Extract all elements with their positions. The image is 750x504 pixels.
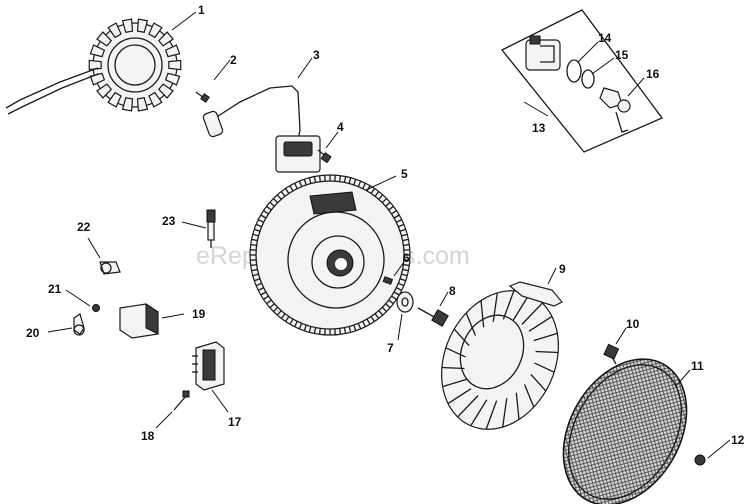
callout-4: 4 bbox=[337, 120, 344, 134]
callout-10: 10 bbox=[626, 317, 640, 331]
callout-1: 1 bbox=[198, 3, 205, 17]
callout-5: 5 bbox=[401, 167, 408, 181]
callout-labels: 1 2 3 4 5 6 7 8 9 10 11 12 13 14 15 16 1… bbox=[26, 3, 745, 447]
clamp-22-part bbox=[99, 261, 121, 275]
callout-2: 2 bbox=[230, 53, 237, 67]
key-6-part bbox=[382, 276, 394, 285]
fan-part bbox=[440, 281, 563, 430]
callout-11: 11 bbox=[691, 359, 704, 373]
switch-kit-part bbox=[500, 9, 664, 153]
clamp-20-part bbox=[73, 313, 85, 336]
flywheel-part bbox=[249, 174, 411, 336]
regulator-part bbox=[192, 341, 225, 391]
screw-10-part bbox=[603, 343, 620, 365]
grass-screen-part bbox=[562, 358, 688, 504]
callout-14: 14 bbox=[598, 31, 612, 45]
callout-18: 18 bbox=[141, 429, 155, 443]
screw-4-part bbox=[317, 149, 332, 164]
bolt-part bbox=[417, 307, 449, 327]
callout-23: 23 bbox=[162, 214, 176, 228]
callout-19: 19 bbox=[192, 307, 206, 321]
spark-plug-part bbox=[206, 209, 216, 248]
callout-7: 7 bbox=[387, 341, 394, 355]
screw-21-part bbox=[92, 304, 100, 312]
rectifier-part bbox=[119, 303, 159, 339]
screw-12-part bbox=[694, 454, 706, 466]
stator-part bbox=[5, 18, 182, 115]
callout-6: 6 bbox=[403, 251, 410, 265]
ignition-module-part bbox=[202, 85, 321, 173]
callout-22: 22 bbox=[77, 220, 91, 234]
callout-8: 8 bbox=[449, 284, 456, 298]
callout-3: 3 bbox=[313, 48, 320, 62]
screw-18-part bbox=[173, 390, 190, 411]
callout-9: 9 bbox=[559, 262, 566, 276]
callout-13: 13 bbox=[532, 121, 546, 135]
leader-lines bbox=[47, 11, 731, 459]
callout-17: 17 bbox=[228, 415, 242, 429]
callout-15: 15 bbox=[615, 48, 629, 62]
callout-21: 21 bbox=[48, 282, 62, 296]
callout-16: 16 bbox=[646, 67, 660, 81]
screw-2-part bbox=[195, 91, 210, 103]
washer-part bbox=[396, 291, 414, 313]
callout-20: 20 bbox=[26, 326, 40, 340]
callout-12: 12 bbox=[731, 433, 745, 447]
